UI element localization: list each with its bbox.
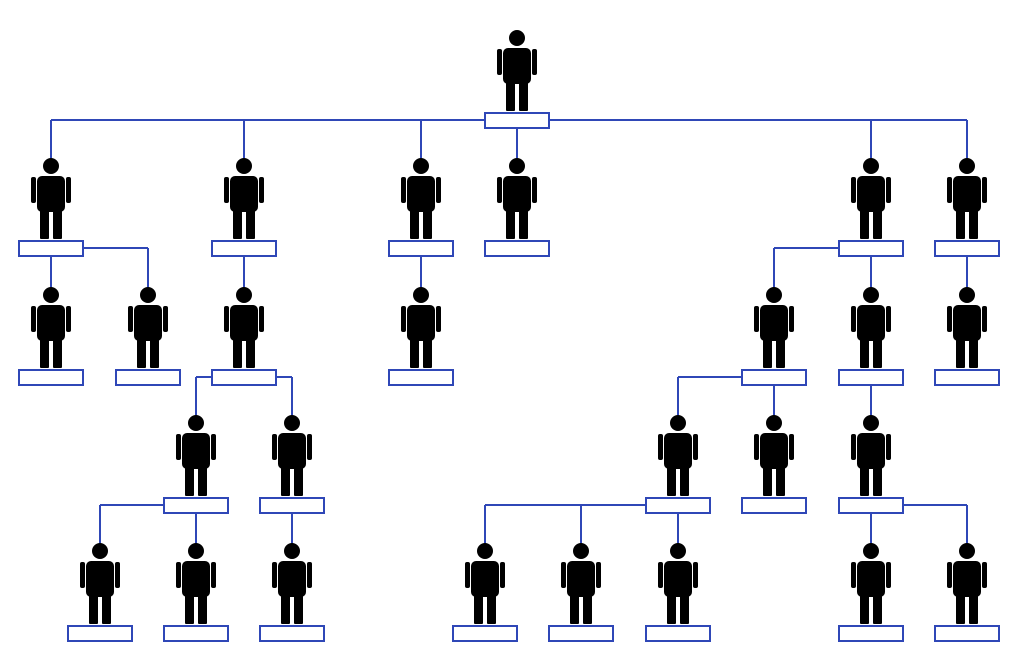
- person-icon: [401, 158, 441, 239]
- name-box: [484, 112, 550, 129]
- person-icon: [754, 287, 794, 368]
- person-icon: [947, 158, 987, 239]
- name-box: [211, 240, 277, 257]
- name-box: [211, 369, 277, 386]
- name-box: [484, 240, 550, 257]
- name-box: [163, 497, 229, 514]
- person-icon: [224, 158, 264, 239]
- name-box: [115, 369, 181, 386]
- name-box: [259, 497, 325, 514]
- person-icon: [176, 415, 216, 496]
- person-icon: [497, 158, 537, 239]
- person-icon: [465, 543, 505, 624]
- name-box: [934, 240, 1000, 257]
- name-box: [388, 369, 454, 386]
- connector-lines: [50, 119, 968, 545]
- person-icon: [658, 543, 698, 624]
- person-icon: [272, 415, 312, 496]
- person-icon: [31, 158, 71, 239]
- person-icon: [272, 543, 312, 624]
- person-icon: [224, 287, 264, 368]
- name-box: [934, 625, 1000, 642]
- name-box: [838, 369, 904, 386]
- people-nodes: [18, 30, 1000, 642]
- name-box: [163, 625, 229, 642]
- name-box: [934, 369, 1000, 386]
- person-icon: [401, 287, 441, 368]
- name-box: [18, 369, 84, 386]
- person-icon: [561, 543, 601, 624]
- person-icon: [851, 287, 891, 368]
- person-icon: [128, 287, 168, 368]
- person-icon: [754, 415, 794, 496]
- name-box: [548, 625, 614, 642]
- person-icon: [31, 287, 71, 368]
- person-icon: [851, 543, 891, 624]
- name-box: [452, 625, 518, 642]
- name-box: [259, 625, 325, 642]
- name-box: [741, 497, 807, 514]
- name-box: [18, 240, 84, 257]
- person-icon: [947, 287, 987, 368]
- name-box: [741, 369, 807, 386]
- person-icon: [497, 30, 537, 111]
- person-icon: [851, 158, 891, 239]
- name-box: [388, 240, 454, 257]
- person-icon: [658, 415, 698, 496]
- name-box: [645, 625, 711, 642]
- person-icon: [80, 543, 120, 624]
- person-icon: [947, 543, 987, 624]
- name-box: [838, 625, 904, 642]
- name-box: [838, 240, 904, 257]
- name-box: [645, 497, 711, 514]
- person-icon: [176, 543, 216, 624]
- name-box: [838, 497, 904, 514]
- person-icon: [851, 415, 891, 496]
- name-box: [67, 625, 133, 642]
